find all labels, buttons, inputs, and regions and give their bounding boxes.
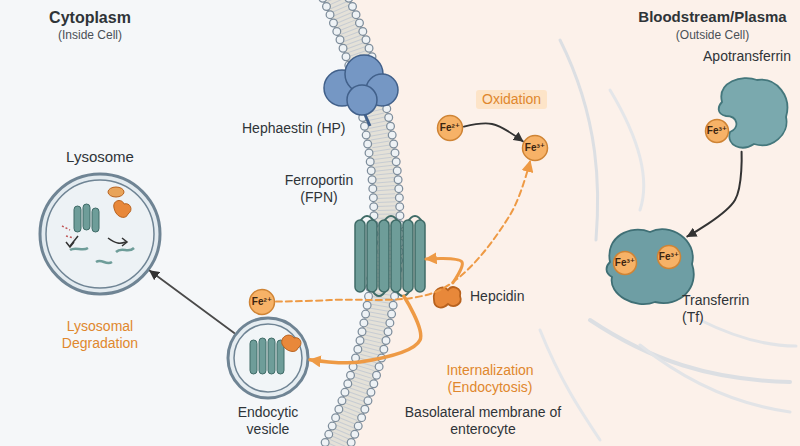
helix-fragment: [250, 340, 257, 374]
lysosome: Lysosome: [38, 172, 162, 296]
node-label: Endocytic vesicle: [228, 404, 308, 438]
node-shape: [352, 212, 426, 300]
node-label: Fe³⁺: [656, 244, 682, 270]
membrane-label: Basolateral membrane of enterocyte: [388, 404, 578, 438]
node-label: Fe³⁺: [521, 134, 549, 162]
protein-body: [434, 287, 461, 307]
apotransferrin-protein: ApotransferrinFe³⁺: [702, 72, 792, 152]
lipid-heads: [345, 0, 400, 446]
node-label: Fe³⁺: [704, 118, 730, 144]
debris: [108, 187, 124, 197]
connector-arrow: [276, 161, 530, 301]
node-label: Fe³⁺: [612, 250, 638, 276]
protein-domain: [347, 85, 377, 115]
iron-ion: Fe³⁺: [656, 244, 682, 270]
flow-line: [590, 320, 790, 382]
ferroportin-protein: Ferroportin (FPN): [352, 212, 426, 300]
fragment-dashes: [62, 226, 74, 238]
flow-line: [610, 90, 644, 210]
peptide-fragment: [70, 248, 88, 250]
iron-ion: Fe³⁺: [612, 250, 638, 276]
node-label: Transferrin (Tf): [682, 292, 762, 326]
connector-arrow: [464, 124, 523, 142]
iron-ion: Fe²⁺: [436, 114, 464, 142]
node-label: Fe²⁺: [248, 288, 276, 316]
vesicle-contents: [250, 335, 301, 374]
edge-label: Internalization (Endocytosis): [428, 362, 552, 396]
transmembrane-helix: [355, 220, 365, 292]
helix-loop: [360, 216, 422, 296]
connector-arrow: [426, 259, 462, 283]
protein-body: [719, 78, 788, 148]
iron-ion: Fe³⁺: [521, 134, 549, 162]
transferrin-protein: Transferrin (Tf)Fe³⁺Fe³⁺: [600, 222, 700, 308]
hepcidin-bound: [282, 335, 301, 351]
node-label: Ferroportin (FPN): [276, 172, 362, 206]
edge-label: Oxidation: [476, 90, 547, 109]
flow-line: [540, 330, 600, 440]
hepcidin-fragment: [114, 201, 131, 218]
hepcidin-peptide: Hepcidin: [430, 282, 464, 310]
plasma-region: [332, 0, 800, 446]
iron-ion: Fe³⁺: [704, 118, 730, 144]
node-label: Fe²⁺: [436, 114, 464, 142]
connector-arrow: [310, 296, 421, 363]
outer-membrane: [40, 174, 160, 294]
transmembrane-helix: [403, 220, 413, 292]
inner-membrane: [234, 324, 302, 392]
node-shape: [322, 52, 400, 118]
transmembrane-helix: [391, 220, 401, 292]
arrow-tip: [122, 238, 127, 246]
region-subtitle: (Inside Cell): [20, 28, 160, 42]
iron-ion: Fe²⁺: [248, 288, 276, 316]
node-label: Hepcidin: [470, 288, 524, 305]
helix-fragment: [74, 206, 81, 232]
lipid-bilayer: [319, 0, 400, 446]
outer-membrane: [228, 318, 308, 398]
connector-arrow: [687, 152, 741, 237]
region-subtitle: (Outside Cell): [625, 28, 800, 42]
region-title: Cytoplasm: [20, 8, 160, 27]
connector-arrow: [150, 271, 234, 333]
hephaestin-protein: Hephaestin (HP): [322, 52, 400, 118]
node-shape: [226, 316, 310, 400]
node-shape: [430, 282, 464, 310]
peptide-fragment: [116, 248, 134, 252]
flow-line: [640, 345, 790, 412]
helix-fragment: [268, 338, 275, 374]
helix-fragment: [92, 208, 99, 232]
helix-fragment: [259, 338, 266, 374]
flow-line: [700, 320, 796, 346]
helix-fragment: [277, 340, 284, 374]
arrow-tip: [66, 242, 74, 247]
transmembrane-helix: [379, 220, 389, 292]
process-label: Lysosomal Degradation: [45, 318, 155, 352]
transmembrane-helix: [367, 220, 377, 292]
node-label: Apotransferrin: [692, 48, 800, 65]
flow-line: [560, 40, 598, 240]
plasma-flow: [540, 40, 796, 440]
region-title: Bloodstream/Plasma: [625, 8, 800, 26]
node-label: Hephaestin (HP): [242, 120, 346, 137]
peptide-fragment: [96, 261, 112, 263]
lipid-heads: [345, 0, 400, 446]
endocytic-vesicle: Endocytic vesicle: [226, 316, 310, 400]
transmembrane-helix: [415, 220, 425, 292]
protein-body: [607, 229, 694, 304]
inner-membrane: [46, 180, 154, 288]
node-shape: [38, 172, 162, 296]
node-label: Lysosome: [38, 148, 162, 166]
degradation-arrow: [70, 236, 78, 246]
lysosome-contents: [62, 187, 134, 263]
helix-fragment: [83, 204, 90, 230]
degradation-arrow: [108, 238, 126, 243]
